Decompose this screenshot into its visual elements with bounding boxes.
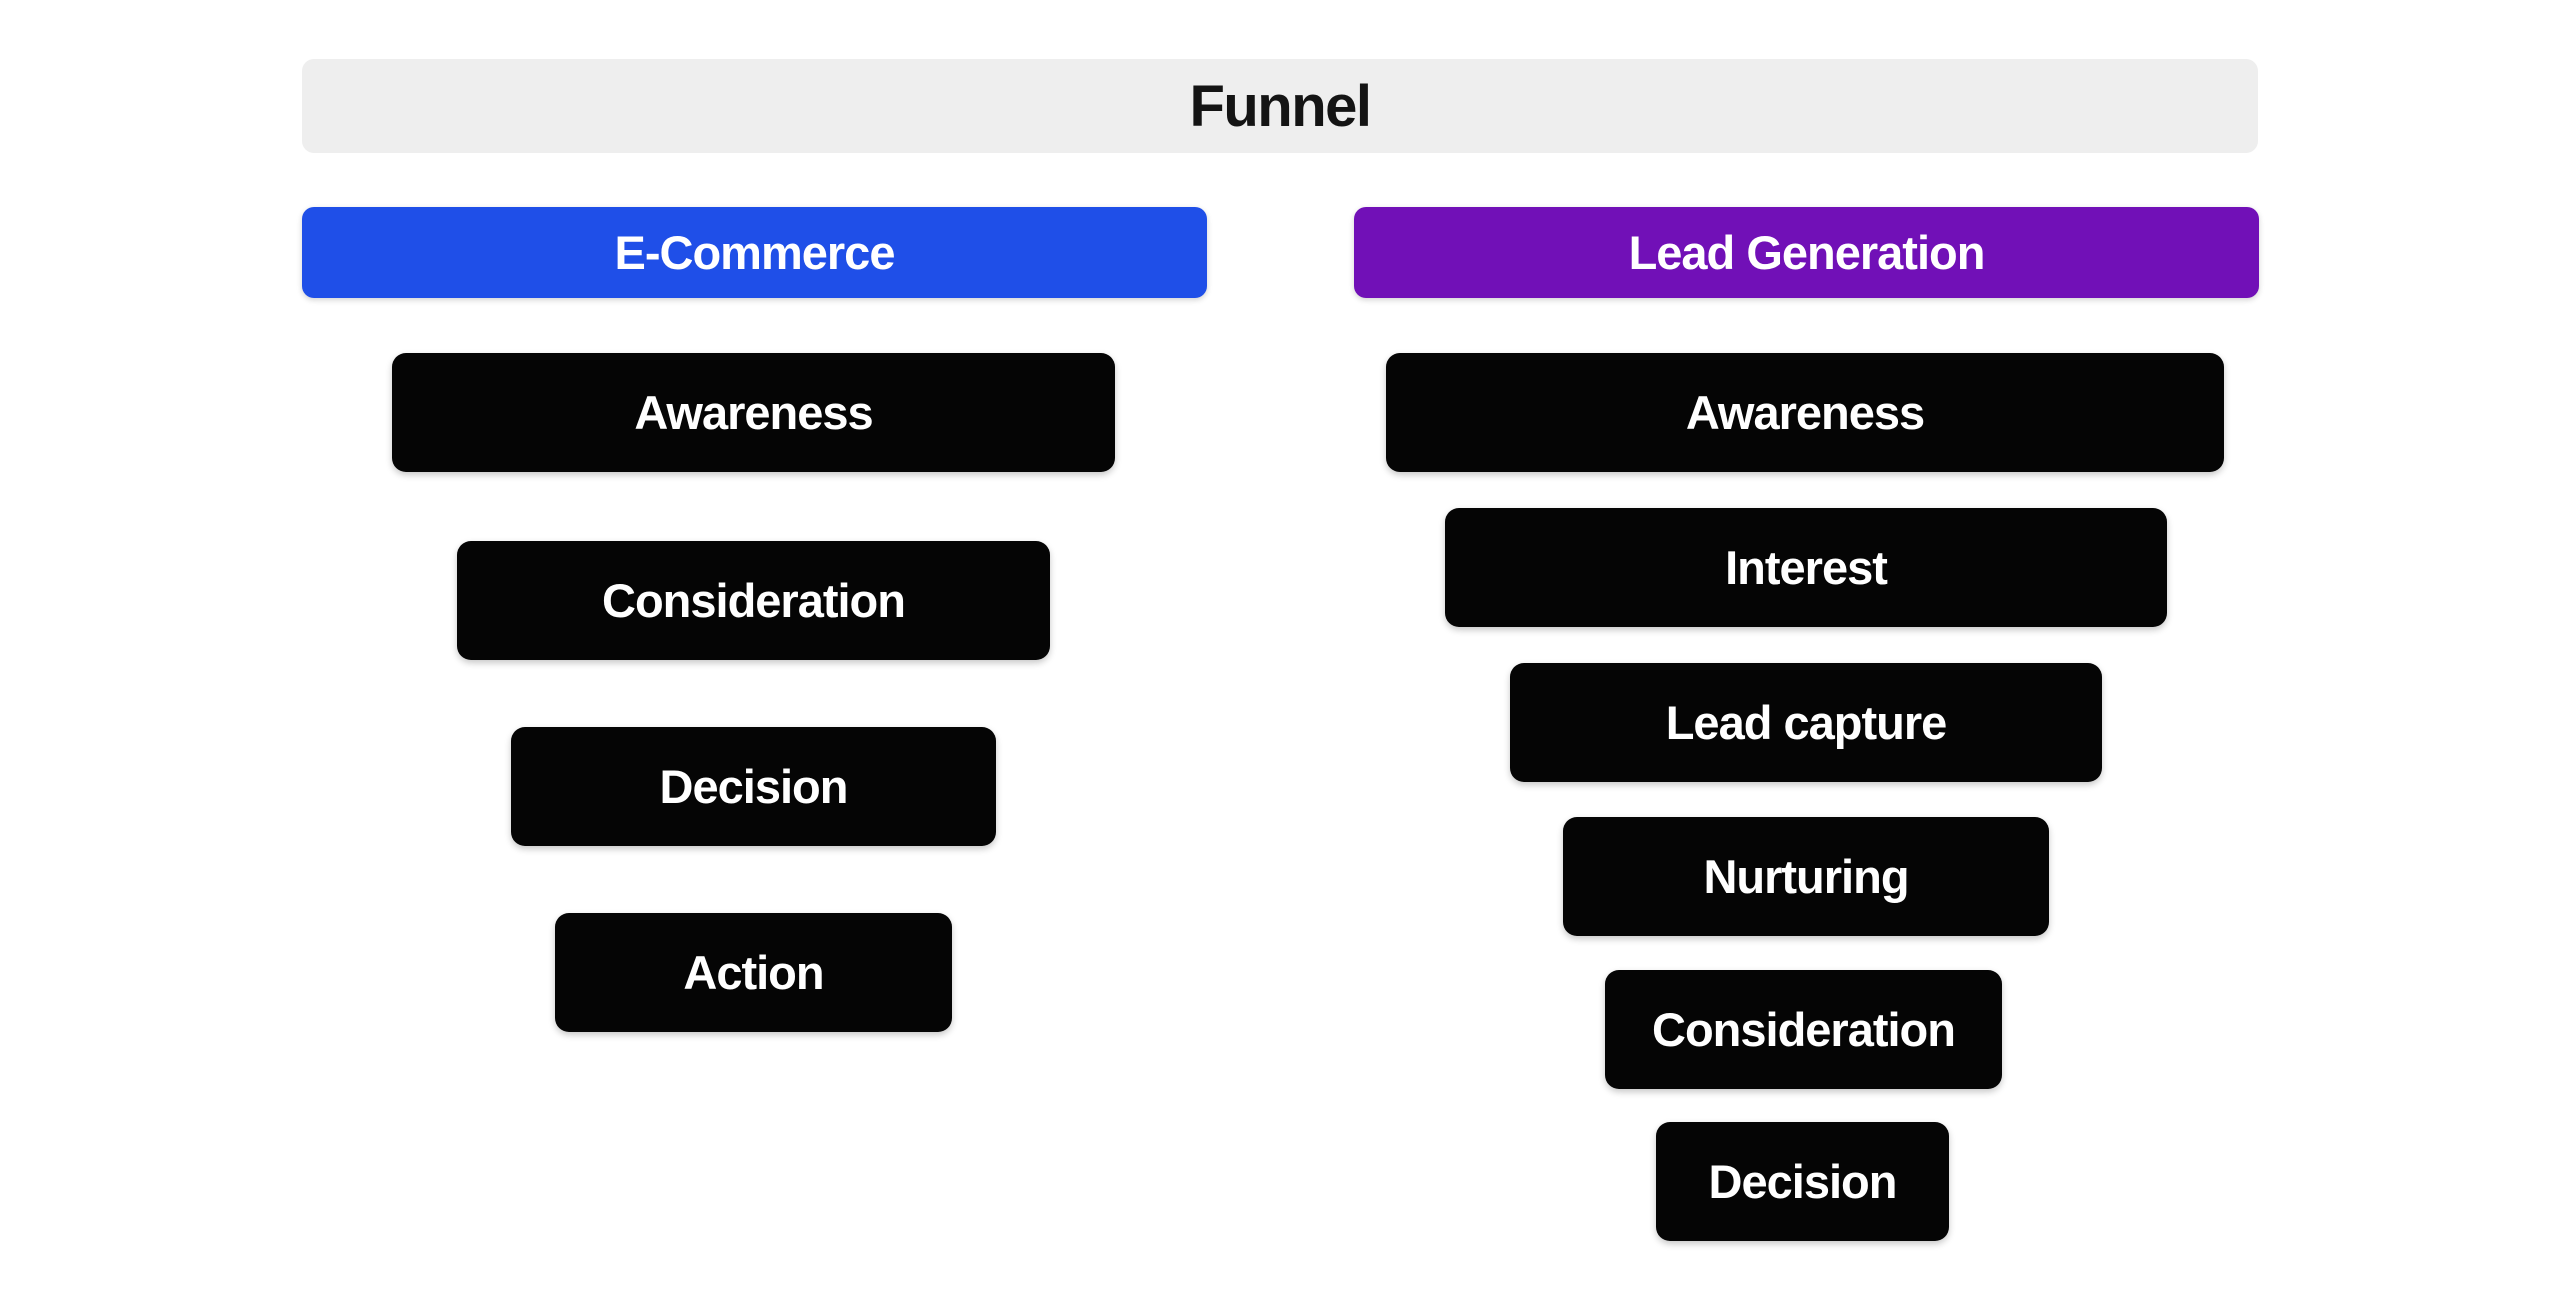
stage-leadgen-awareness[interactable]: Awareness <box>1386 353 2224 472</box>
stage-leadgen-interest[interactable]: Interest <box>1445 508 2167 627</box>
column-header-ecommerce[interactable]: E-Commerce <box>302 207 1207 298</box>
stage-label: Action <box>683 946 824 999</box>
stage-label: Nurturing <box>1703 850 1909 903</box>
stage-ecommerce-action[interactable]: Action <box>555 913 952 1032</box>
stage-label: Interest <box>1725 541 1888 594</box>
stage-label: Decision <box>659 760 849 813</box>
stage-label: Lead capture <box>1665 696 1948 749</box>
stage-leadgen-consideration[interactable]: Consideration <box>1605 970 2002 1089</box>
column-header-lead-generation-label: Lead Generation <box>1628 226 1986 279</box>
column-header-lead-generation[interactable]: Lead Generation <box>1354 207 2259 298</box>
stage-ecommerce-consideration[interactable]: Consideration <box>457 541 1050 660</box>
stage-label: Consideration <box>1652 1003 1956 1056</box>
stage-label: Consideration <box>602 574 906 627</box>
stage-leadgen-nurturing[interactable]: Nurturing <box>1563 817 2049 936</box>
stage-label: Awareness <box>634 386 873 439</box>
stage-leadgen-lead-capture[interactable]: Lead capture <box>1510 663 2102 782</box>
stage-ecommerce-awareness[interactable]: Awareness <box>392 353 1115 472</box>
stage-ecommerce-decision[interactable]: Decision <box>511 727 996 846</box>
column-header-ecommerce-label: E-Commerce <box>614 226 896 279</box>
stage-label: Awareness <box>1685 386 1925 439</box>
diagram-title: Funnel <box>1189 73 1372 139</box>
stage-label: Decision <box>1708 1155 1898 1208</box>
diagram-title-banner[interactable]: Funnel <box>302 59 2258 153</box>
stage-leadgen-decision[interactable]: Decision <box>1656 1122 1949 1241</box>
